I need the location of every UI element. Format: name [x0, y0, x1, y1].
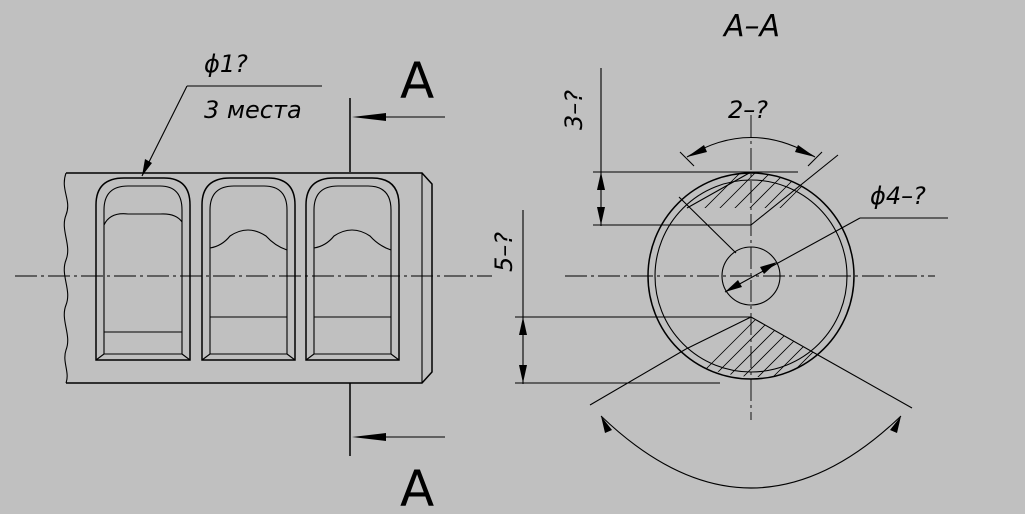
part-outline — [66, 172, 433, 384]
hole-leader — [141, 85, 322, 177]
dim-angle-2-label: 2–? — [728, 96, 768, 124]
diameter-4-leader — [724, 217, 948, 293]
bottom-angle-dimension — [589, 348, 913, 489]
top-hatch — [687, 173, 831, 208]
slot-1 — [95, 177, 191, 361]
section-outer-circle — [647, 172, 855, 380]
bottom-hatch-region — [680, 316, 822, 378]
break-line — [63, 172, 69, 384]
section-title: A–A — [722, 9, 780, 44]
left-view: ϕ1? 3 места A A — [15, 50, 492, 514]
angle-2-dimension — [679, 136, 823, 167]
hole-count-note: 3 места — [204, 96, 302, 124]
dimension-3 — [593, 68, 751, 226]
section-view: A–A — [490, 9, 948, 489]
hole-dimension-label: ϕ1? — [204, 50, 248, 78]
section-chamfer-circle — [654, 179, 848, 373]
dim-3-label: 3–? — [560, 90, 588, 130]
cutting-plane-marker — [349, 98, 445, 456]
dim-5-label: 5–? — [490, 232, 518, 272]
dimension-5 — [515, 210, 751, 384]
slot-3 — [305, 177, 400, 361]
slot-2 — [201, 177, 296, 361]
central-hole — [721, 246, 781, 306]
dim-diameter-4-label: ϕ4–? — [870, 182, 926, 210]
section-letter-bottom: A — [400, 460, 434, 514]
section-letter-top: A — [400, 52, 434, 110]
